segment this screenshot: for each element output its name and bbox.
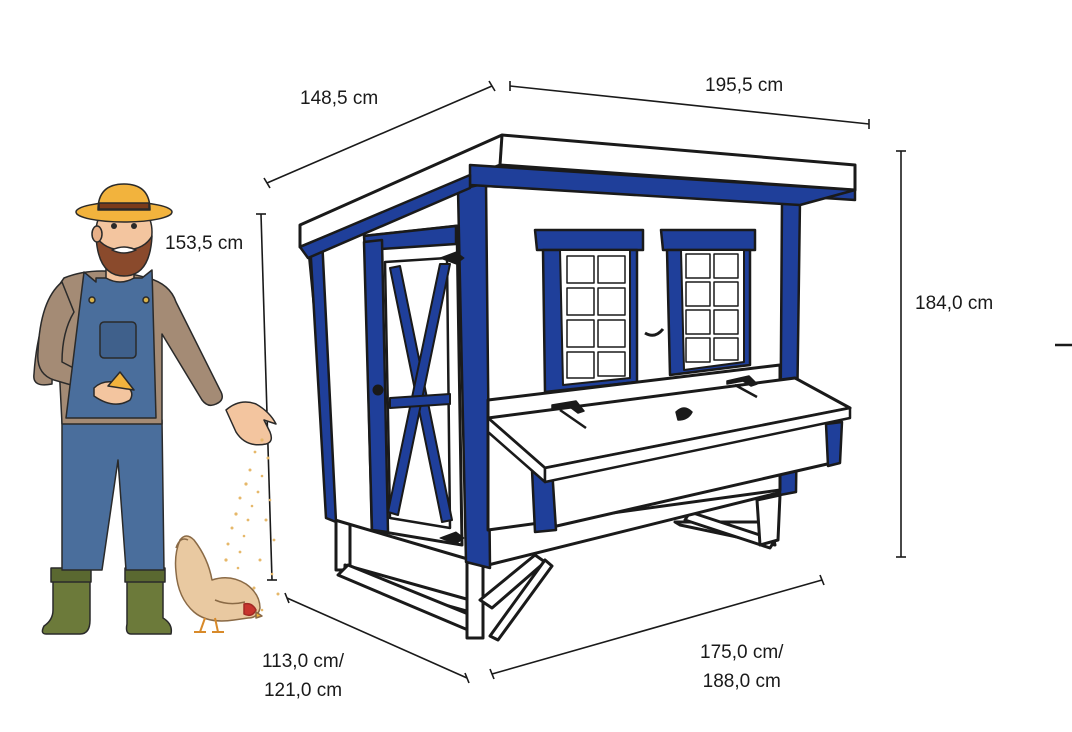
base-depth-line1: 113,0 cm/ bbox=[262, 651, 345, 672]
front-height-text: 153,5 cm bbox=[165, 233, 244, 254]
roof-width-text: 195,5 cm bbox=[705, 75, 784, 96]
dimension-line-roof-width bbox=[509, 81, 870, 129]
coop-front-handle bbox=[644, 328, 665, 337]
base-width-line1: 175,0 cm/ bbox=[700, 642, 784, 663]
dimension-line-front-height bbox=[256, 213, 277, 581]
farmer-figure bbox=[33, 183, 277, 635]
dimension-label-roof-width: 195,5 cm bbox=[705, 71, 783, 100]
farmer-hat bbox=[75, 183, 173, 223]
coop-nesting-box bbox=[486, 363, 852, 534]
dimension-line-total-height bbox=[896, 150, 906, 558]
farmer-boot-left bbox=[41, 569, 91, 635]
coop-side-door bbox=[362, 224, 465, 547]
roof-depth-text: 148,5 cm bbox=[300, 88, 379, 109]
coop-window-left bbox=[533, 228, 645, 394]
coop-stand bbox=[334, 493, 782, 642]
farmer-boot-right bbox=[125, 569, 173, 635]
dimension-line-base-depth bbox=[284, 592, 470, 684]
dimension-label-base-width: 175,0 cm/ 188,0 cm bbox=[700, 638, 783, 697]
coop-roof bbox=[298, 133, 857, 260]
dimension-line-roof-depth bbox=[263, 80, 496, 189]
hen-figure bbox=[174, 535, 263, 633]
coop-window-right bbox=[659, 228, 757, 377]
dimension-line-base-width bbox=[489, 574, 825, 680]
feed-in-hand bbox=[107, 371, 135, 391]
dimension-label-base-depth: 113,0 cm/ 121,0 cm bbox=[262, 647, 344, 706]
farmer-hand-right bbox=[225, 401, 277, 446]
dimension-lines bbox=[256, 80, 906, 684]
base-width-line2: 188,0 cm bbox=[702, 671, 781, 693]
dimension-label-total-height: 184,0 cm bbox=[915, 289, 993, 318]
chicken-coop-illustration bbox=[298, 133, 857, 642]
dimension-label-front-height: 153,5 cm bbox=[165, 229, 243, 258]
total-height-text: 184,0 cm bbox=[915, 293, 994, 314]
base-depth-line2: 121,0 cm bbox=[263, 680, 343, 702]
dimension-label-roof-depth: 148,5 cm bbox=[300, 84, 378, 113]
